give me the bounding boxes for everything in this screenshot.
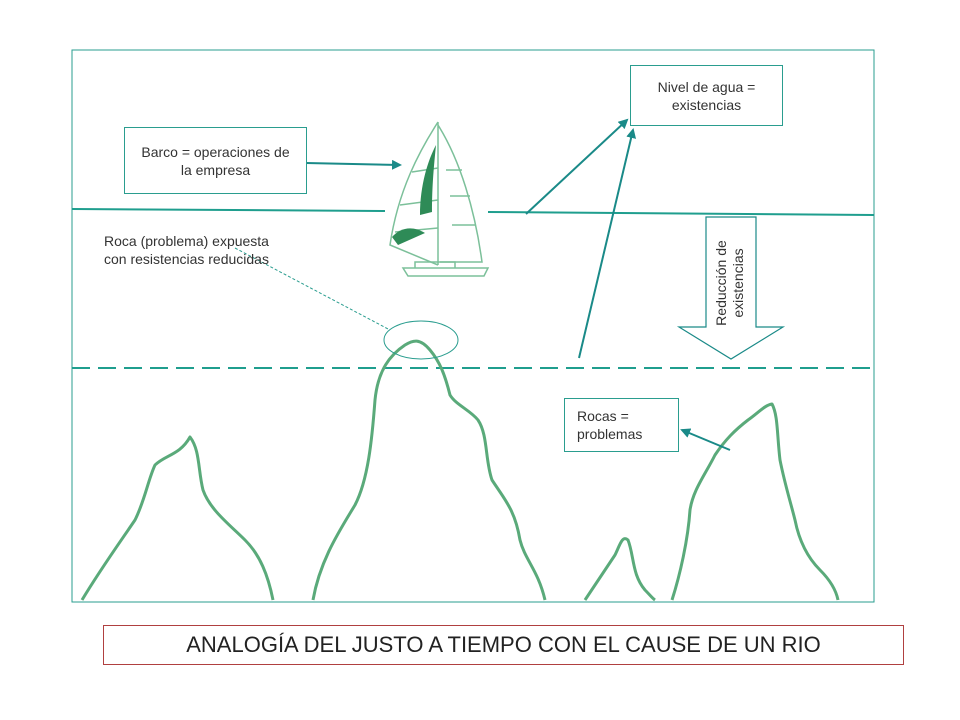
reduction-arrow bbox=[676, 216, 786, 360]
diagram-title: ANALOGÍA DEL JUSTO A TIEMPO CON EL CAUSE… bbox=[103, 625, 904, 665]
rocks-label: Rocas = problemas bbox=[564, 398, 679, 452]
arrow-boat bbox=[305, 159, 402, 170]
sailboat-icon bbox=[389, 121, 490, 277]
water-label: Nivel de agua = existencias bbox=[630, 65, 783, 126]
exposed-rock-leader bbox=[234, 247, 391, 331]
exposed-rock-highlight bbox=[383, 320, 459, 360]
arrow-rocks bbox=[680, 428, 731, 451]
water-level-line bbox=[71, 208, 875, 216]
reduction-label-text: Reducción de existencias bbox=[713, 240, 746, 326]
exposed-rock-label-text: Roca (problema) expuesta con resistencia… bbox=[104, 233, 269, 267]
arrow-water-long bbox=[578, 128, 637, 359]
river-frame bbox=[71, 49, 875, 603]
arrow-water-short bbox=[525, 118, 629, 215]
sail-fill-main bbox=[420, 145, 436, 215]
sail-fill-jib bbox=[392, 228, 425, 245]
rocks bbox=[80, 339, 840, 602]
sail-lines bbox=[394, 167, 476, 233]
reduction-label: Reducción de existencias bbox=[713, 233, 749, 333]
rock-small bbox=[583, 537, 656, 602]
rocks-label-text: Rocas = problemas bbox=[577, 408, 643, 442]
rock-center-peak bbox=[311, 339, 547, 601]
boat-label-text: Barco = operaciones de la empresa bbox=[141, 143, 290, 178]
rock-right bbox=[670, 402, 840, 601]
rock-left bbox=[80, 435, 275, 601]
diagram-title-text: ANALOGÍA DEL JUSTO A TIEMPO CON EL CAUSE… bbox=[186, 632, 821, 657]
exposed-rock-label: Roca (problema) expuesta con resistencia… bbox=[104, 232, 269, 268]
sail-rigging bbox=[389, 121, 483, 266]
boat-hull bbox=[401, 261, 490, 277]
water-label-text: Nivel de agua = existencias bbox=[657, 78, 756, 113]
boat-label: Barco = operaciones de la empresa bbox=[124, 127, 307, 194]
